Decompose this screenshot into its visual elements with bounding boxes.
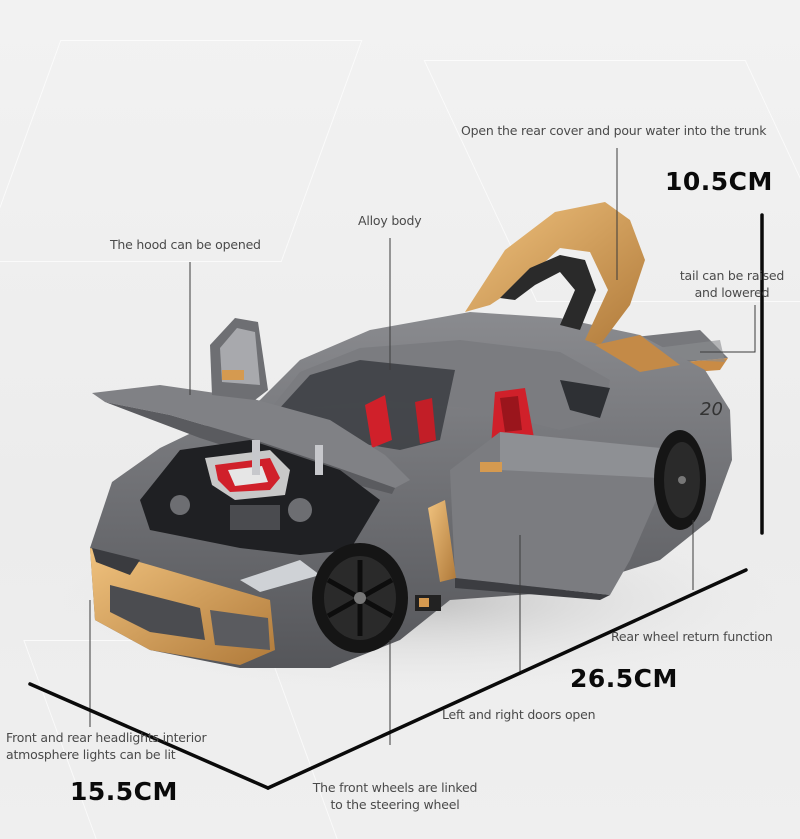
open-trunk-lid: [465, 202, 680, 372]
leader-lines: [89, 148, 756, 745]
annotation-tail-line2: and lowered: [694, 285, 770, 300]
rear-side-number: 20: [700, 399, 723, 420]
annotation-hood: The hood can be opened: [110, 237, 261, 252]
annotation-rear-cover: Open the rear cover and pour water into …: [461, 123, 767, 138]
annotation-alloy-body: Alloy body: [358, 213, 422, 228]
annotation-lights: Front and rear headlights interior atmos…: [6, 729, 207, 763]
annotation-steering: The front wheels are linked to the steer…: [300, 779, 490, 813]
left-open-door: [210, 318, 268, 400]
engine-bay: [140, 440, 380, 555]
annotation-doors: Left and right doors open: [442, 707, 596, 722]
front-bumper: [90, 548, 320, 665]
dimension-length-label: 26.5CM: [570, 664, 678, 693]
dimension-lines: [28, 213, 764, 790]
rear-wheel: [654, 430, 706, 530]
right-open-door: [450, 432, 665, 600]
annotation-lights-line2: atmosphere lights can be lit: [6, 747, 176, 762]
annotation-steering-line1: The front wheels are linked: [312, 780, 478, 795]
annotation-steering-line2: to the steering wheel: [330, 797, 460, 812]
dimension-width-label: 15.5CM: [70, 777, 178, 806]
gold-side-stripe: [428, 500, 456, 582]
annotation-rear-wheel: Rear wheel return function: [611, 629, 773, 644]
dimension-height-label: 10.5CM: [665, 167, 773, 196]
annotation-lights-line1: Front and rear headlights interior: [6, 730, 207, 745]
length-dimension-line: [266, 568, 748, 790]
annotation-tail-line1: tail can be raised: [679, 268, 785, 283]
front-wheel: [312, 543, 408, 653]
annotation-tail: tail can be raised and lowered: [672, 267, 792, 301]
width-dimension-line: [28, 682, 270, 790]
